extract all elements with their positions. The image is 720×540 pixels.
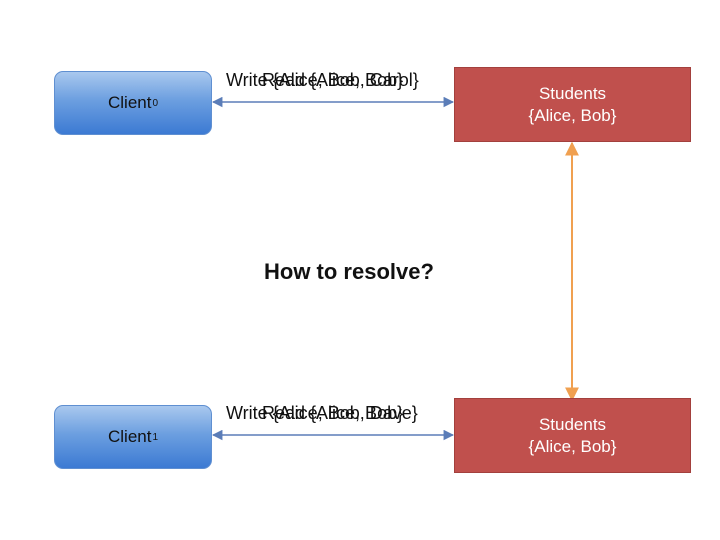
database-1-value: {Alice, Bob}: [528, 436, 617, 456]
client-1-write-op: Write {Alice, Bob, Dave}: [226, 403, 418, 423]
client-1-label: Client: [107, 427, 152, 446]
database-1-title: Students: [538, 414, 607, 434]
question-text: How to resolve?: [264, 259, 434, 284]
client-1-read-op: Read {Alice, Bob}: [262, 403, 404, 423]
client-0-read-op: Read {Alice, Bob}: [262, 70, 404, 90]
client-0-write-op: Write {Alice, Bob, Carol}: [226, 70, 419, 90]
client-0-label: Client: [107, 93, 152, 112]
database-0-box: Students {Alice, Bob}: [454, 67, 691, 142]
client-0-subscript: 0: [152, 97, 159, 109]
database-1-box: Students {Alice, Bob}: [454, 398, 691, 473]
client-1-subscript: 1: [152, 431, 159, 443]
database-0-title: Students: [538, 83, 607, 103]
database-0-value: {Alice, Bob}: [528, 105, 617, 125]
